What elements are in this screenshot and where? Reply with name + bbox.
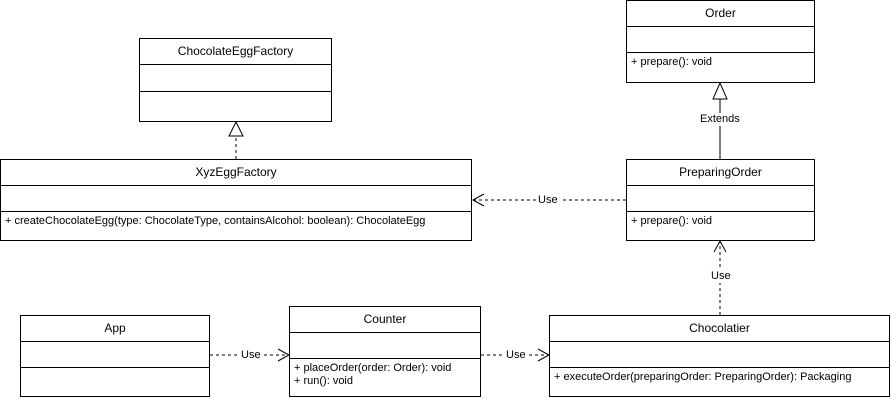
class-attributes [290,333,480,359]
class-operations: + createChocolateEgg(type: ChocolateType… [1,212,471,231]
class-operations: + prepare(): void [627,53,814,72]
class-name: Chocolatier [550,316,889,342]
class-chocolatier[interactable]: Chocolatier + executeOrder(preparingOrde… [549,315,890,397]
use-label-chocolatier-preparingorder: Use [709,270,733,283]
use-arrowhead [537,348,551,362]
class-attributes [627,186,814,212]
class-attributes [627,27,814,53]
class-order[interactable]: Order + prepare(): void [626,0,815,83]
operation: + createChocolateEgg(type: ChocolateType… [5,215,426,227]
class-name: PreparingOrder [627,160,814,186]
use-arrowhead [277,348,291,362]
class-attributes [140,65,331,92]
operation: + run(): void [294,375,353,387]
class-attributes [550,342,889,368]
operation: + placeOrder(order: Order): void [294,362,452,374]
class-name: XyzEggFactory [1,160,471,186]
operation: + executeOrder(preparingOrder: Preparing… [554,371,852,383]
class-attributes [21,342,209,368]
class-app[interactable]: App [20,315,210,397]
class-operations: + placeOrder(order: Order): void + run()… [290,359,480,391]
operation: + prepare(): void [631,56,713,68]
class-name: Order [627,1,814,27]
class-operations: + prepare(): void [627,212,814,231]
extends-label: Extends [698,113,742,126]
use-arrowhead [713,239,727,253]
use-label-counter-chocolatier: Use [504,349,528,362]
class-name: Counter [290,307,480,333]
use-label-preparingorder-xyzfactory: Use [536,194,560,207]
class-attributes [1,186,471,212]
class-name: App [21,316,209,342]
class-operations [21,368,209,374]
use-arrowhead [471,193,485,207]
class-operations: + executeOrder(preparingOrder: Preparing… [550,368,889,387]
generalization-arrowhead [712,81,728,100]
class-chocolate-egg-factory[interactable]: ChocolateEggFactory [139,38,332,122]
realization-arrowhead [228,120,244,137]
operation: + prepare(): void [631,215,713,227]
class-operations [140,92,331,98]
use-label-app-counter: Use [239,349,263,362]
class-counter[interactable]: Counter + placeOrder(order: Order): void… [289,306,481,397]
class-preparing-order[interactable]: PreparingOrder + prepare(): void [626,159,815,241]
class-xyz-egg-factory[interactable]: XyzEggFactory + createChocolateEgg(type:… [0,159,472,241]
class-name: ChocolateEggFactory [140,39,331,65]
